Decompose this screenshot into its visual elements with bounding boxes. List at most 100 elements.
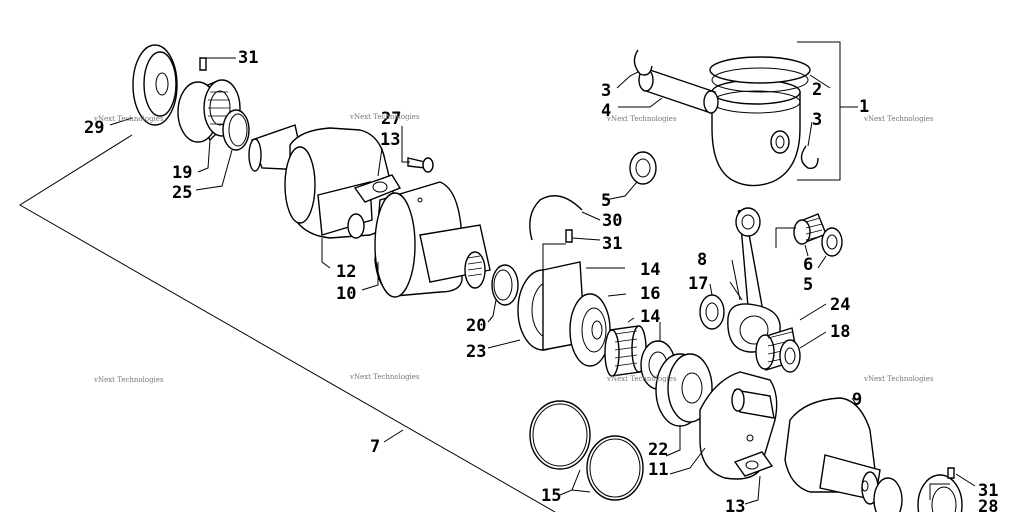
callout-label: 31 xyxy=(978,481,998,501)
leader-line xyxy=(321,238,331,269)
leader-line xyxy=(929,483,950,500)
callout-label: 3 xyxy=(812,110,822,130)
leader-line xyxy=(581,211,601,221)
watermark: vNext Technologies xyxy=(606,115,677,123)
callout-label: 13 xyxy=(725,497,745,512)
leader-line xyxy=(377,147,383,177)
thrust-washer xyxy=(821,227,843,257)
callout-label: 27 xyxy=(381,109,401,129)
leader-line xyxy=(542,243,566,272)
callout-label: 14 xyxy=(640,307,660,327)
watermark: vNext Technologies xyxy=(93,376,164,384)
callout-label: 19 xyxy=(172,163,192,183)
crank-half-left xyxy=(248,124,396,239)
leader-line xyxy=(571,489,591,493)
leader-line xyxy=(487,339,521,349)
callout-label: 10 xyxy=(336,284,356,304)
leader-line xyxy=(799,331,827,349)
callout-label: 29 xyxy=(84,118,104,138)
leader-line xyxy=(607,293,627,297)
leader-line xyxy=(559,469,581,496)
callout-label: 17 xyxy=(688,274,708,294)
leader-line xyxy=(799,303,827,321)
watermark: vNext Technologies xyxy=(863,375,934,383)
leader-line xyxy=(731,259,741,301)
leader-line xyxy=(809,74,831,89)
callout-label: 3 xyxy=(601,81,611,101)
main-bearing xyxy=(655,353,713,427)
oil-seal xyxy=(569,293,611,367)
circlip xyxy=(800,145,819,169)
leader-line xyxy=(851,397,857,405)
callout-label: 11 xyxy=(648,460,668,480)
callout-label: 4 xyxy=(601,101,611,121)
pin xyxy=(565,229,573,243)
thrust-washer xyxy=(733,451,774,477)
callout-label: 25 xyxy=(172,183,192,203)
leader-line xyxy=(109,117,133,126)
callout-label: 9 xyxy=(852,390,862,410)
retaining-ring xyxy=(222,109,250,151)
thrust-washer xyxy=(353,174,402,203)
leader-line xyxy=(604,181,638,201)
callout-label: 2 xyxy=(812,80,822,100)
leader-line xyxy=(361,262,379,291)
callout-label: 8 xyxy=(697,250,707,270)
retaining-ring xyxy=(491,264,519,306)
callout-label: 20 xyxy=(466,316,486,336)
callout-label: 6 xyxy=(803,255,813,275)
oil-seal xyxy=(132,44,178,126)
watermark: vNext Technologies xyxy=(606,375,677,383)
piston-bracket xyxy=(797,41,841,181)
leader-line xyxy=(665,426,681,457)
circlip xyxy=(633,49,653,76)
leader-line xyxy=(487,299,497,323)
leader-line xyxy=(729,281,743,301)
piston-ring xyxy=(586,435,644,501)
snap-ring xyxy=(529,195,583,241)
watermark: vNext Technologies xyxy=(863,115,934,123)
leader-line xyxy=(571,237,601,241)
callout-label: 18 xyxy=(830,322,850,342)
thrust-washer xyxy=(779,339,801,373)
crank-half-lower-right xyxy=(784,397,881,505)
leader-line xyxy=(669,447,706,475)
pin xyxy=(947,467,955,479)
leader-line xyxy=(383,429,404,443)
screw xyxy=(407,157,434,173)
callout-label: 28 xyxy=(978,497,998,512)
leader-line xyxy=(807,121,813,147)
crank-half-lower-left xyxy=(699,371,778,480)
callout-label: 7 xyxy=(370,437,380,457)
callout-label: 16 xyxy=(640,284,660,304)
watermark: vNext Technologies xyxy=(349,113,420,121)
pin xyxy=(199,57,207,71)
callout-label: 5 xyxy=(803,275,813,295)
thrust-washer xyxy=(629,151,657,185)
leader-line xyxy=(955,473,976,487)
callout-label: 13 xyxy=(380,130,400,150)
piston-rings xyxy=(709,56,811,93)
callout-label: 14 xyxy=(640,260,660,280)
callout-label: 23 xyxy=(466,342,486,362)
crank-half-right xyxy=(374,181,491,298)
thrust-washer xyxy=(699,294,725,330)
callout-label: 5 xyxy=(601,191,611,211)
callout-label: 31 xyxy=(238,48,258,68)
leader-line xyxy=(627,317,635,323)
leader-line xyxy=(817,255,827,269)
callout-label: 12 xyxy=(336,262,356,282)
needle-bearing xyxy=(793,213,827,245)
leader-line xyxy=(401,126,410,163)
assembly-bracket xyxy=(19,134,556,512)
leader-line xyxy=(709,283,713,296)
callout-label: 30 xyxy=(602,211,622,231)
piston xyxy=(711,79,801,187)
spacer-gear xyxy=(604,325,647,377)
leader-line xyxy=(618,97,663,108)
callout-label: 1 xyxy=(859,97,869,117)
oil-seal xyxy=(873,474,963,512)
leader-line xyxy=(744,475,761,505)
